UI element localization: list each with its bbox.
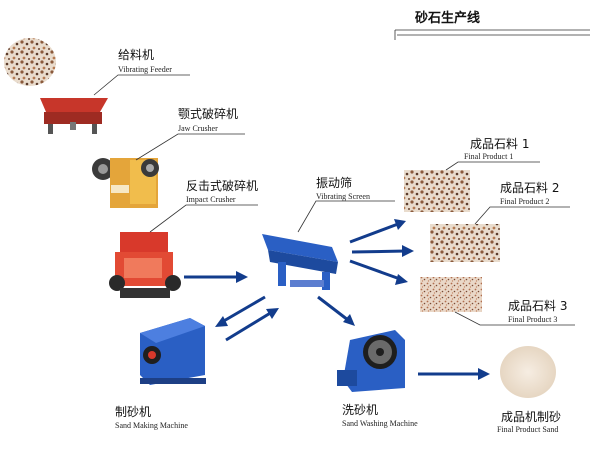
final-product-1-name: 成品石料 1 bbox=[470, 137, 529, 151]
vibrating-feeder-machine bbox=[40, 98, 108, 134]
impact-crusher-machine bbox=[109, 232, 181, 298]
final-product-sand: 成品机制砂 Final Product Sand bbox=[497, 346, 561, 434]
sand-washing-machine bbox=[337, 330, 405, 392]
arrow-impact-to-screen bbox=[184, 271, 248, 283]
sand-washing-label: 洗砂机 Sand Washing Machine bbox=[342, 403, 418, 428]
jaw-crusher-machine bbox=[92, 158, 159, 208]
arrow-screen-to-product-2 bbox=[351, 245, 414, 257]
impact-crusher-name: 反击式破碎机 bbox=[186, 178, 258, 193]
feeder-name-en: Vibrating Feeder bbox=[118, 65, 172, 74]
final-product-3: 成品石料 3 Final Product 3 bbox=[420, 277, 575, 326]
final-product-2-name: 成品石料 2 bbox=[500, 181, 559, 195]
final-product-2-image bbox=[430, 224, 500, 262]
sand-pile-image bbox=[500, 346, 556, 398]
sand-washing-name-en: Sand Washing Machine bbox=[342, 419, 418, 428]
jaw-crusher-name-en: Jaw Crusher bbox=[178, 124, 218, 133]
vibrating-screen-name-en: Vibrating Screen bbox=[316, 192, 370, 201]
flow-arrows bbox=[184, 219, 490, 380]
vibrating-screen-machine bbox=[262, 234, 338, 290]
feeder-name: 给料机 bbox=[118, 48, 154, 62]
final-product-1: 成品石料 1 Final Product 1 bbox=[404, 137, 540, 212]
arrow-screen-to-sandmaker bbox=[215, 295, 266, 327]
final-product-2: 成品石料 2 Final Product 2 bbox=[430, 181, 570, 262]
final-product-3-image bbox=[420, 277, 482, 312]
impact-crusher-label: 反击式破碎机 Impact Crusher bbox=[149, 178, 258, 233]
sand-making-machine bbox=[140, 318, 206, 385]
vibrating-screen-label: 振动筛 Vibrating Screen bbox=[297, 175, 395, 233]
final-product-1-name-en: Final Product 1 bbox=[464, 152, 513, 161]
arrow-screen-to-washer bbox=[317, 295, 355, 326]
sand-washing-name: 洗砂机 bbox=[342, 403, 378, 417]
final-product-1-image bbox=[404, 170, 470, 212]
sand-making-name-en: Sand Making Machine bbox=[115, 421, 188, 430]
final-product-3-name-en: Final Product 3 bbox=[508, 315, 557, 324]
final-product-3-name: 成品石料 3 bbox=[508, 299, 567, 313]
vibrating-screen-name: 振动筛 bbox=[316, 175, 352, 190]
arrow-sandmaker-to-screen bbox=[225, 308, 279, 342]
sand-making-label: 制砂机 Sand Making Machine bbox=[115, 405, 188, 430]
diagram-title: 砂石生产线 bbox=[414, 10, 480, 26]
raw-material-image bbox=[4, 38, 56, 86]
feeder-label: 给料机 Vibrating Feeder bbox=[93, 48, 190, 96]
impact-crusher-name-en: Impact Crusher bbox=[186, 195, 236, 204]
arrow-washer-to-sand bbox=[418, 368, 490, 380]
arrow-screen-to-product-1 bbox=[349, 219, 406, 244]
final-sand-name: 成品机制砂 bbox=[501, 410, 561, 424]
sand-making-name: 制砂机 bbox=[115, 405, 151, 419]
jaw-crusher-label: 颚式破碎机 Jaw Crusher bbox=[135, 106, 245, 161]
jaw-crusher-name: 颚式破碎机 bbox=[178, 106, 238, 121]
title-block: 砂石生产线 bbox=[394, 10, 590, 40]
final-product-2-name-en: Final Product 2 bbox=[500, 197, 549, 206]
arrow-screen-to-product-3 bbox=[349, 259, 408, 285]
final-sand-name-en: Final Product Sand bbox=[497, 425, 558, 434]
